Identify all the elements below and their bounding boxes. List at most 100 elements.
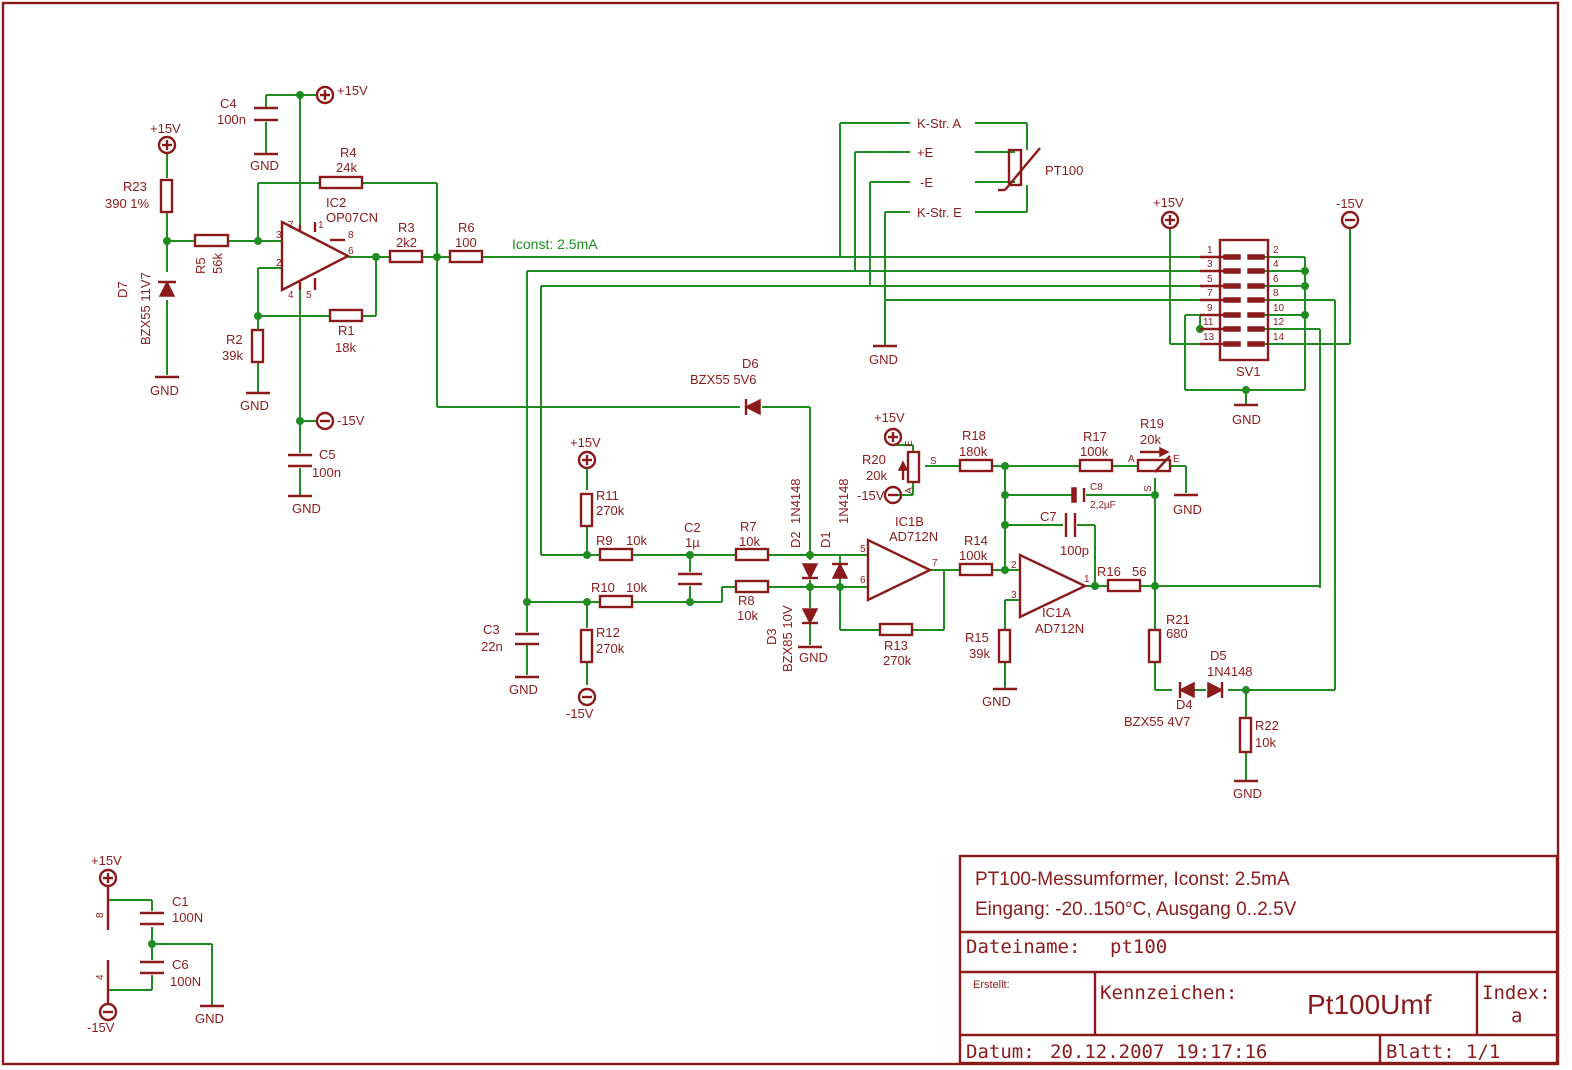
svg-text:R1: R1 [338,323,355,338]
svg-text:10: 10 [1273,303,1285,314]
supply-label: +15V [570,435,601,450]
svg-text:R21: R21 [1166,612,1190,627]
svg-text:BZX55 5V6: BZX55 5V6 [690,372,757,387]
supply-label: +15V [150,121,181,136]
svg-text:D3: D3 [764,628,779,645]
svg-text:BZX55 11V7: BZX55 11V7 [138,272,153,345]
svg-text:2: 2 [1011,560,1017,571]
svg-text:6: 6 [860,575,866,586]
svg-text:270k: 270k [596,503,625,518]
svg-text:C4: C4 [220,96,237,111]
svg-text:D6: D6 [742,356,759,371]
connector-name: SV1 [1236,364,1261,379]
ic1a-triangle [1018,553,1088,619]
sensor-pin-label: -E [920,175,933,190]
minus15-symbol-5 [98,1002,118,1022]
svg-text:R15: R15 [965,630,989,645]
svg-text:3: 3 [1011,590,1017,601]
svg-text:R18: R18 [962,428,986,443]
svg-text:AD712N: AD712N [889,529,938,544]
svg-text:BZX85 10V: BZX85 10V [780,605,795,672]
resistors [159,175,1253,754]
sensor-pin-label: K-Str. A [917,116,961,131]
r2-body [250,328,265,364]
supply-label: +15V [874,410,905,425]
minus15-symbol-2 [883,485,903,505]
svg-text:270k: 270k [883,653,912,668]
r12-body [579,628,594,664]
svg-text:1: 1 [1084,574,1090,585]
supply-symbols [98,85,1360,1022]
r5-body [193,233,230,248]
kennzeichen-value: Pt100Umf [1307,989,1432,1020]
r6-body [448,249,484,264]
supply-label: -15V [857,488,885,503]
svg-text:8: 8 [348,230,354,241]
svg-text:R17: R17 [1083,429,1107,444]
r18-body [958,458,994,473]
svg-text:270k: 270k [596,641,625,656]
svg-text:7: 7 [288,220,294,231]
svg-text:6: 6 [1273,274,1279,285]
svg-text:C7: C7 [1040,509,1057,524]
svg-text:1N4148: 1N4148 [836,478,851,524]
r13-body [878,622,914,637]
diodes [158,280,1224,699]
r16-body [1106,578,1142,593]
svg-text:E: E [904,440,915,447]
svg-text:100k: 100k [1080,444,1109,459]
ic2-triangle [280,220,351,292]
svg-text:10k: 10k [1255,735,1276,750]
svg-text:D1: D1 [818,531,833,548]
svg-text:D5: D5 [1210,648,1227,663]
r9-body [598,547,634,562]
svg-text:10k: 10k [626,533,647,548]
svg-text:5: 5 [860,544,866,555]
r3-body [388,249,424,264]
minus15-symbol-4 [1340,210,1360,230]
svg-text:R16: R16 [1097,564,1121,579]
net-label-iconst: Iconst: 2.5mA [512,236,598,252]
erstellt-label: Erstellt: [973,979,1010,991]
svg-text:C2: C2 [684,520,701,535]
r23-body [159,178,174,214]
gnd-label: GND [1173,502,1202,517]
svg-text:100n: 100n [217,112,246,127]
junction-dots [148,91,1309,948]
r15-body [997,628,1012,664]
plus15-symbol-4 [883,427,903,447]
svg-text:S: S [930,456,937,467]
kennzeichen-label: Kennzeichen: [1100,982,1237,1004]
svg-text:180k: 180k [959,444,988,459]
datum-label: Datum: [966,1041,1035,1063]
svg-text:100n: 100n [312,465,341,480]
r19-body [1136,458,1172,473]
svg-text:R6: R6 [458,220,475,235]
gnd-label: GND [195,1011,224,1026]
svg-text:IC1B: IC1B [895,514,924,529]
plus15-symbol-5 [1160,210,1180,230]
svg-text:R12: R12 [596,625,620,640]
dateiname-value: pt100 [1110,936,1167,958]
svg-text:100p: 100p [1060,543,1089,558]
minus15-symbol-1 [315,411,335,431]
svg-text:R11: R11 [596,488,619,503]
gnd-label: GND [150,383,179,398]
sensor-name: PT100 [1045,163,1083,178]
svg-text:R3: R3 [398,220,415,235]
svg-text:13: 13 [1203,332,1215,343]
supply-label: -15V [1336,196,1364,211]
gnd-label: GND [240,398,269,413]
svg-text:R22: R22 [1255,718,1279,733]
svg-text:100N: 100N [172,910,203,925]
gnd-label: GND [509,682,538,697]
plus15-symbol-2 [315,85,335,105]
svg-text:2: 2 [276,258,282,269]
blatt-label: Blatt: [1386,1041,1455,1063]
svg-text:D7: D7 [115,281,130,298]
r22-body [1238,716,1253,754]
gnd-label: GND [799,650,828,665]
svg-text:20k: 20k [866,468,887,483]
r7-body [734,547,770,562]
